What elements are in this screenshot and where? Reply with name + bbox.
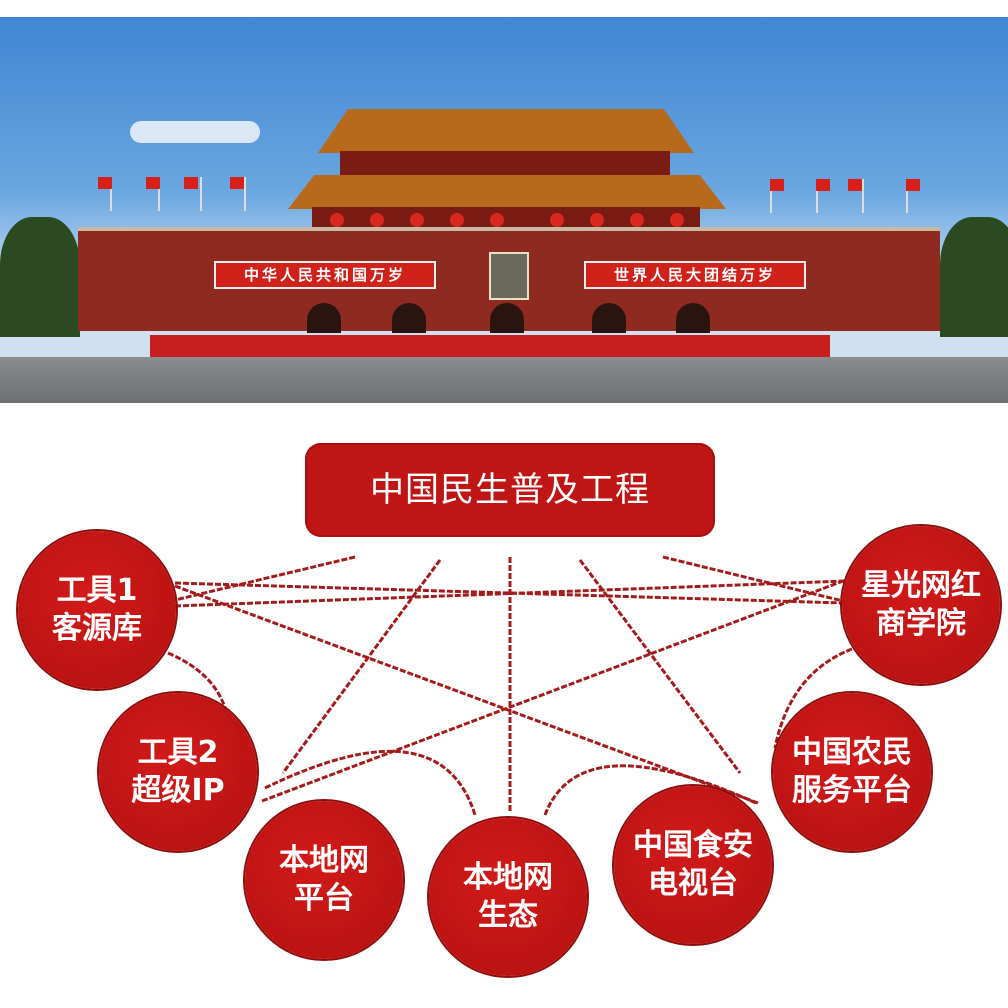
banner-right: 世界人民大团结万岁 [584,261,806,289]
portrait [489,252,529,300]
node-food-safety-tv: 中国食安电视台 [614,786,772,944]
cloud [130,121,260,143]
title-box: 中国民生普及工程 [305,443,715,537]
banner-left: 中华人民共和国万岁 [214,261,436,289]
connector [167,651,228,712]
connector [773,647,853,749]
upper-roof [318,109,694,153]
trees-right [940,217,1008,337]
connector [174,581,844,605]
connector [578,559,742,774]
upper-hall [340,151,670,177]
connector [281,559,442,774]
connector [261,579,844,803]
square-ground [0,357,1008,403]
lower-roof [288,175,726,209]
connector [174,584,759,805]
connection-lines [167,555,853,816]
node-local-ecosystem: 本地网生态 [429,818,587,976]
connector [662,555,844,603]
node-farmer-service: 中国农民服务平台 [773,693,931,851]
trees-left [0,217,80,337]
node-local-platform: 本地网平台 [245,801,403,959]
connector [543,764,757,816]
tiananmen-photo: 中华人民共和国万岁 世界人民大团结万岁 [0,17,1008,403]
connector [264,749,477,816]
red-carpet [150,335,830,357]
node-influencer-academy: 星光网红商学院 [842,526,1000,684]
connector [174,555,356,602]
